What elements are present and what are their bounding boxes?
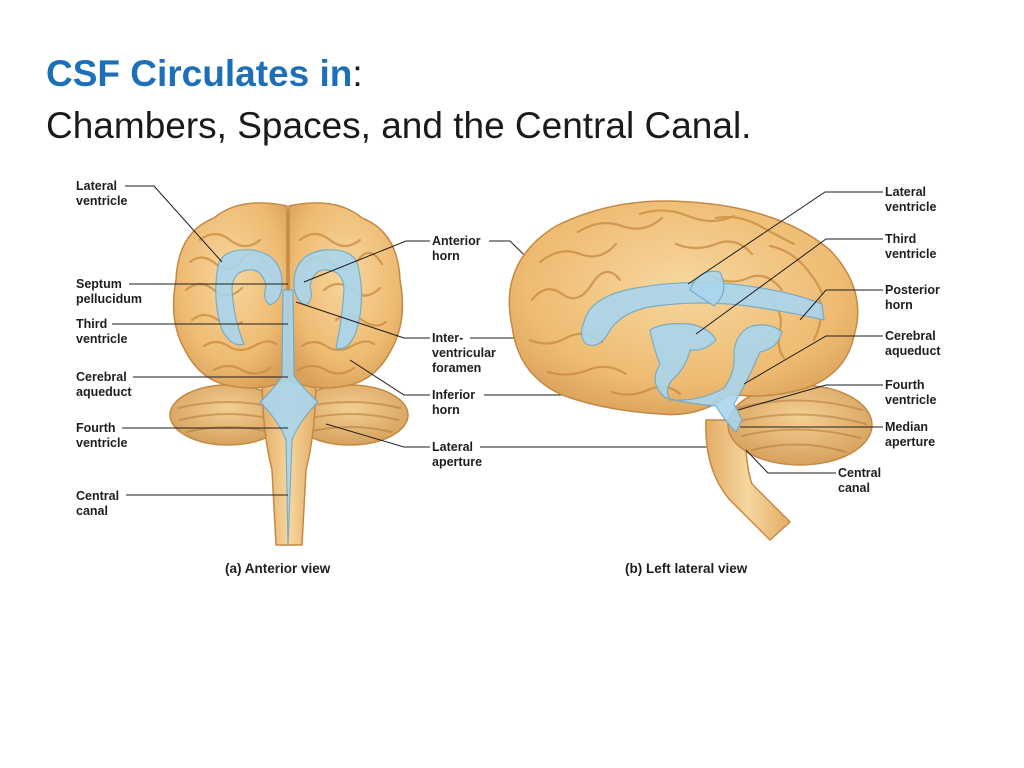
lateral-brain bbox=[508, 200, 873, 542]
title-accent: CSF Circulates in bbox=[46, 53, 353, 94]
caption-anterior: (a) Anterior view bbox=[225, 561, 331, 576]
anterior-brain bbox=[169, 202, 409, 546]
title-colon: : bbox=[352, 53, 363, 94]
slide-title: CSF Circulates in: Chambers, Spaces, and… bbox=[46, 48, 751, 152]
caption-lateral: (b) Left lateral view bbox=[625, 561, 748, 576]
title-subtitle: Chambers, Spaces, and the Central Canal. bbox=[46, 105, 752, 146]
